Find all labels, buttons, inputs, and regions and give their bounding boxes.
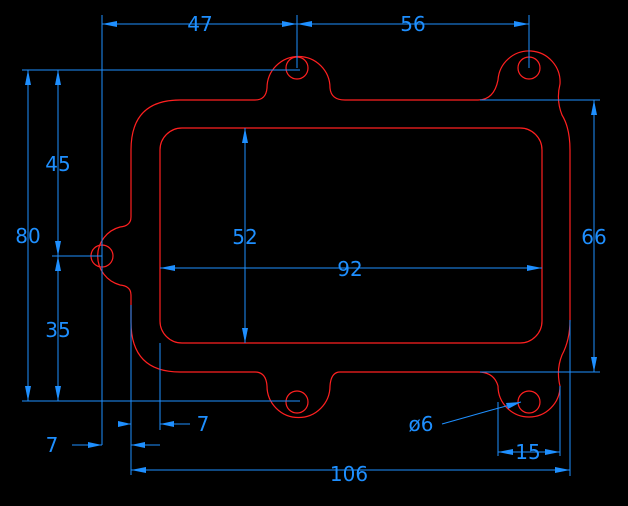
gasket-part (90, 50, 571, 419)
dimension-label-phi6: ø6 (409, 412, 434, 436)
dimension-hole-diameter: ø6 (409, 401, 522, 436)
dimension-right-height: 66 (480, 99, 607, 373)
dimension-left-split: 45 35 (45, 70, 102, 401)
dimension-label-47: 47 (187, 12, 212, 36)
dimension-label-106: 106 (330, 462, 368, 486)
dimension-label-66: 66 (581, 225, 606, 249)
dimension-inner-height: 52 (232, 128, 258, 343)
dimension-label-7-left: 7 (46, 433, 59, 457)
dimension-label-7-mid: 7 (197, 412, 210, 436)
dimension-label-15: 15 (515, 440, 540, 464)
dimension-bottom-left-7: 7 (46, 305, 132, 475)
dimension-label-35: 35 (45, 318, 70, 342)
dimension-overall-width: 106 (131, 320, 571, 486)
dimension-label-80: 80 (15, 224, 40, 248)
dimension-bottom-mid-7: 7 (131, 343, 209, 448)
dimension-layer: 47 56 80 45 35 (15, 12, 606, 486)
dimension-left-outer: 80 (15, 69, 300, 402)
dimension-label-52: 52 (232, 225, 257, 249)
dimension-inner-width: 92 (160, 257, 542, 281)
dimension-label-56: 56 (400, 12, 425, 36)
hole-bottom-right (517, 390, 541, 414)
outer-profile (97, 50, 571, 419)
hole-bottom-left (285, 390, 309, 414)
dimension-label-45: 45 (45, 152, 70, 176)
inner-cutout (159, 127, 543, 344)
dimension-label-92: 92 (337, 257, 362, 281)
dimension-hole-offset: 15 (497, 386, 561, 464)
dimension-top-right: 56 (297, 12, 530, 68)
